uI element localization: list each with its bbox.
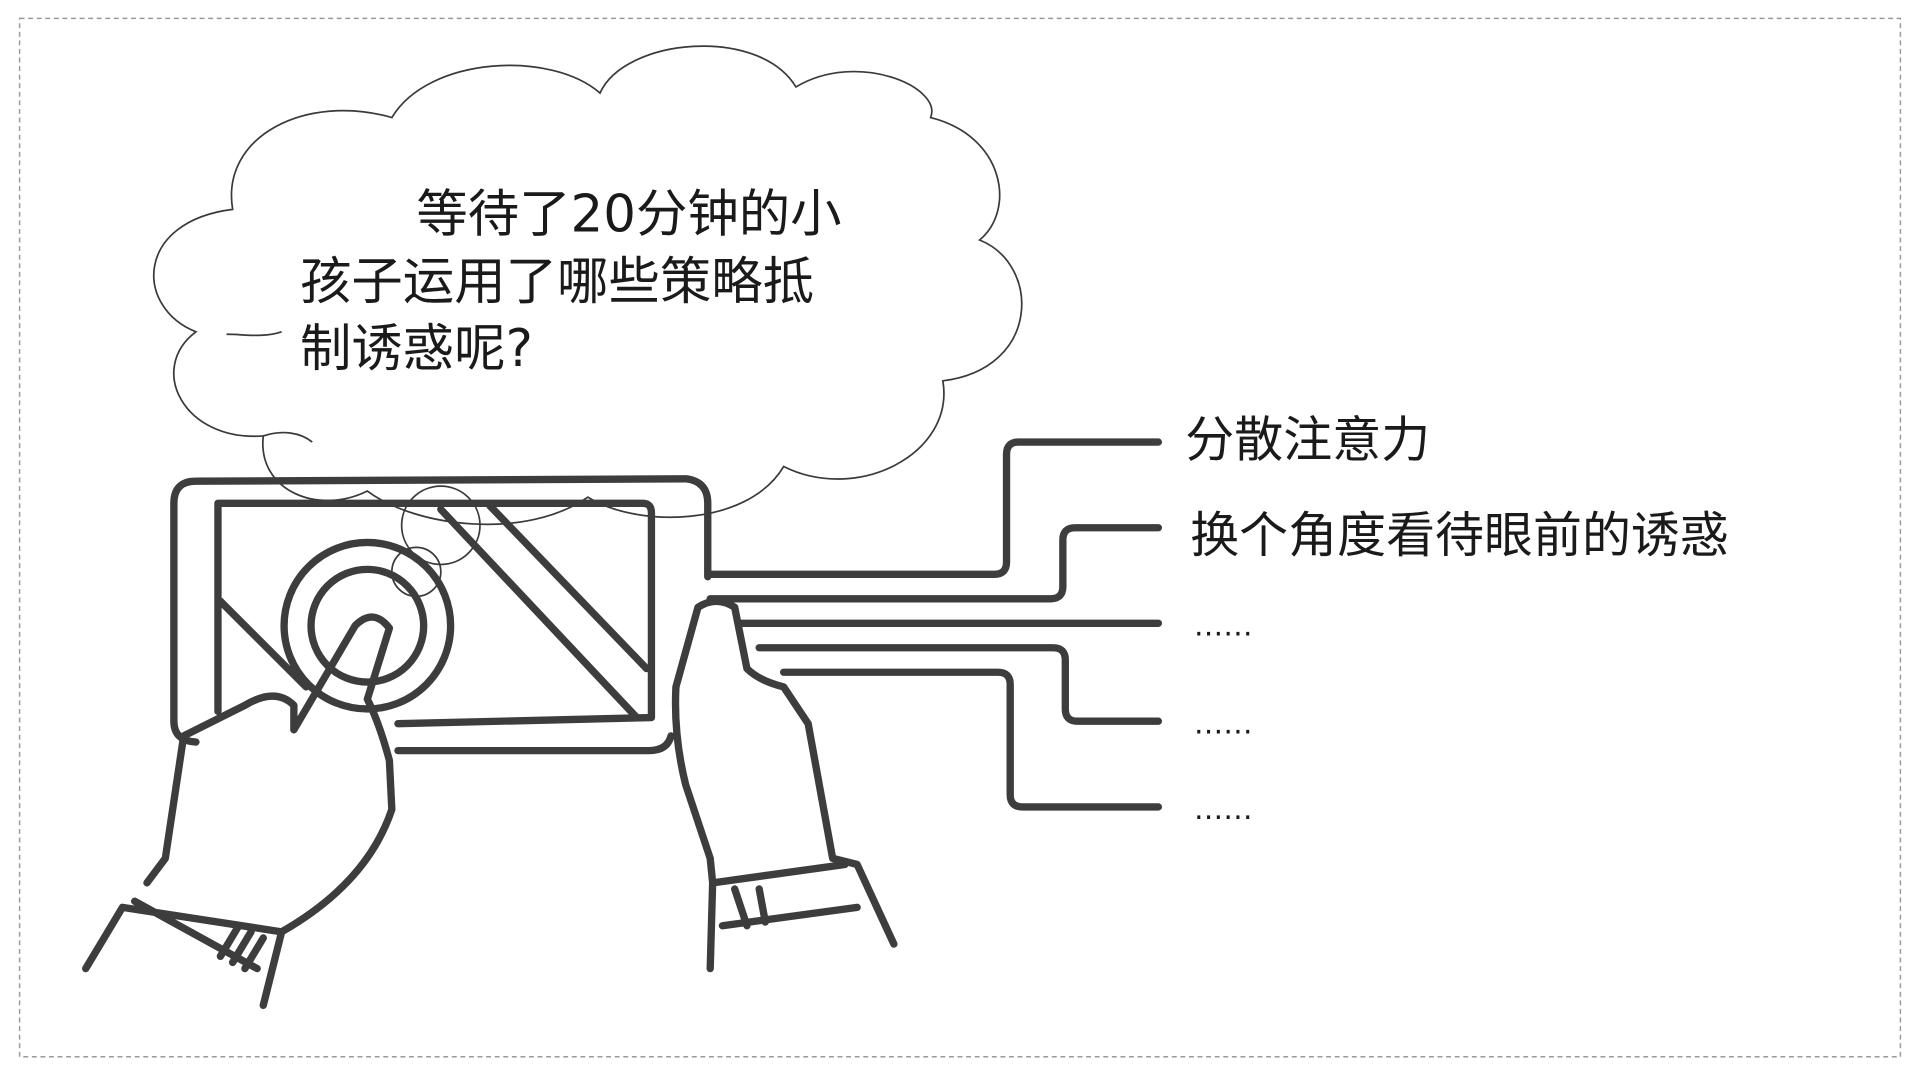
question-line-2: 孩子运用了哪些策略抵 xyxy=(300,252,814,312)
strategy-label-1: 分散注意力 xyxy=(1185,412,1430,469)
strategy-label-3: …… xyxy=(1194,609,1253,643)
connector-line-1 xyxy=(706,438,1163,578)
question-text: 等待了20分钟的小 孩子运用了哪些策略抵 制诱惑呢? xyxy=(300,184,858,379)
strategy-label-2: 换个角度看待眼前的诱惑 xyxy=(1190,507,1729,564)
thought-bubble-small xyxy=(400,485,481,566)
cloud-detail xyxy=(262,431,313,443)
tablet-illustration xyxy=(170,475,712,755)
strategy-label-4: …… xyxy=(1194,706,1253,740)
connector-line-5 xyxy=(780,668,1163,811)
question-line-1: 等待了20分钟的小 xyxy=(416,184,841,244)
strategy-label-5: …… xyxy=(1194,792,1253,826)
connector-line-4 xyxy=(755,644,1163,725)
right-hand-illustration xyxy=(671,597,898,973)
cloud-detail xyxy=(226,331,282,337)
connector-line-2 xyxy=(706,524,1163,603)
question-line-3: 制诱惑呢? xyxy=(300,319,533,379)
left-hand-illustration xyxy=(82,613,396,1009)
slide-border xyxy=(18,17,1902,1058)
